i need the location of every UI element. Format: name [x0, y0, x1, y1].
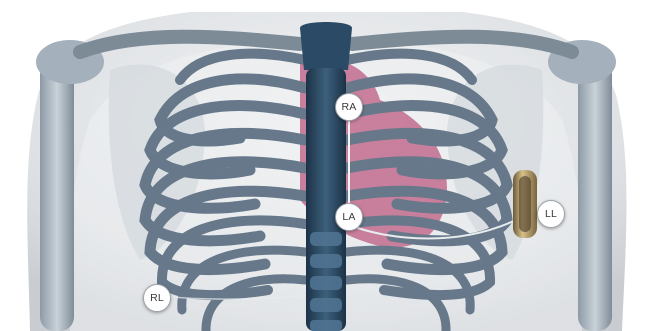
lead-label-rl: RL: [143, 284, 171, 312]
lead-label-ll: LL: [537, 200, 565, 228]
lead-label-ra: RA: [335, 93, 363, 121]
lead-label-la: LA: [335, 203, 363, 231]
spine: [300, 22, 352, 331]
electrode-pad-ll: [513, 170, 537, 238]
